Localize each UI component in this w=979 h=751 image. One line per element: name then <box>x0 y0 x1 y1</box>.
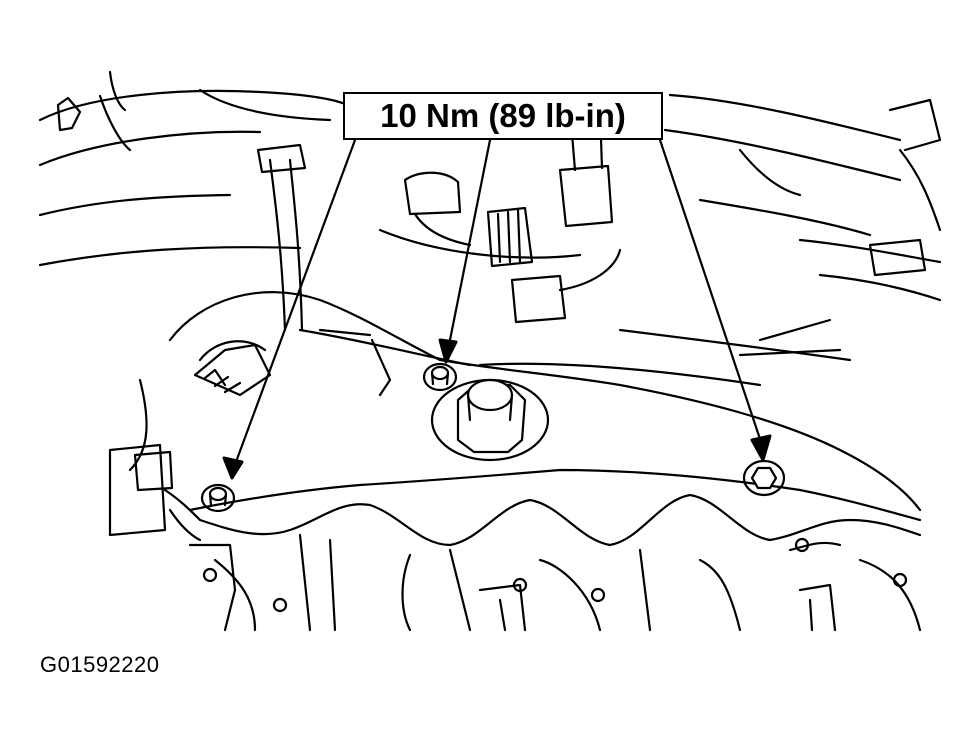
bolt-center <box>422 362 458 392</box>
upper-hoses <box>38 70 942 302</box>
left-bracket <box>108 340 272 542</box>
bolt-right <box>742 459 786 497</box>
manifold-cover <box>168 291 922 547</box>
torque-spec-callout: 10 Nm (89 lb-in) <box>343 92 663 140</box>
figure-id: G01592220 <box>40 652 160 677</box>
bolt-left <box>200 483 236 513</box>
center-mounting-nut <box>430 378 550 462</box>
fuel-tube-fittings <box>256 108 927 332</box>
engine-block-lower <box>188 533 922 632</box>
leader-arrows <box>222 138 772 480</box>
